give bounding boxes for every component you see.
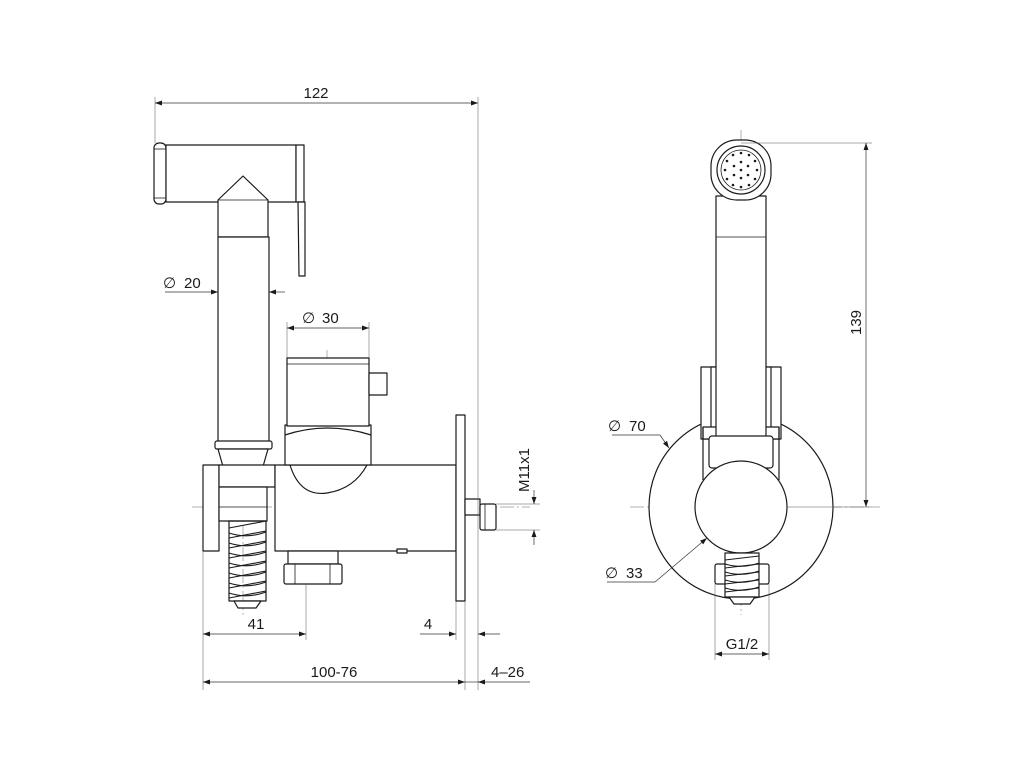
valve-knob bbox=[286, 357, 388, 427]
dim-wall-range: 4–26 bbox=[491, 664, 524, 681]
side-view: 122 ∅ 20 ∅ 30 M11x1 41 4 100-76 bbox=[153, 85, 540, 690]
wall-plate bbox=[455, 414, 497, 602]
dim-plate-thickness: 4 bbox=[424, 616, 432, 633]
outlet-nut bbox=[283, 550, 343, 585]
dim-inlet-thread: G1/2 bbox=[726, 636, 759, 653]
dim-connector-offset: 41 bbox=[248, 616, 265, 633]
front-inlet-thread bbox=[714, 552, 770, 605]
dim-thread-spec: M11x1 bbox=[516, 448, 533, 492]
spray-holes bbox=[723, 151, 759, 189]
dim-height: 139 bbox=[848, 310, 865, 335]
spray-face bbox=[710, 139, 772, 201]
dim-handle-diameter: 20 bbox=[184, 275, 201, 292]
valve-body bbox=[274, 424, 457, 554]
dim-overall-width: 122 bbox=[303, 85, 328, 102]
diameter-symbol: ∅ bbox=[608, 418, 621, 435]
diameter-symbol: ∅ bbox=[163, 275, 176, 292]
holder-nut bbox=[202, 464, 276, 552]
dim-knob-diameter: 30 bbox=[322, 310, 339, 327]
valve-body-circle bbox=[694, 460, 788, 554]
front-view: 139 ∅ 70 ∅ 33 G1/2 bbox=[605, 130, 880, 660]
sprayer-handle bbox=[214, 175, 273, 471]
dim-flange-diameter: 70 bbox=[629, 418, 646, 435]
diameter-symbol: ∅ bbox=[302, 310, 315, 327]
hose-thread bbox=[228, 520, 267, 609]
front-handle bbox=[708, 195, 774, 469]
dim-body-diameter: 33 bbox=[626, 565, 643, 582]
diameter-symbol: ∅ bbox=[605, 565, 618, 582]
dim-body-length-range: 100-76 bbox=[311, 664, 358, 681]
